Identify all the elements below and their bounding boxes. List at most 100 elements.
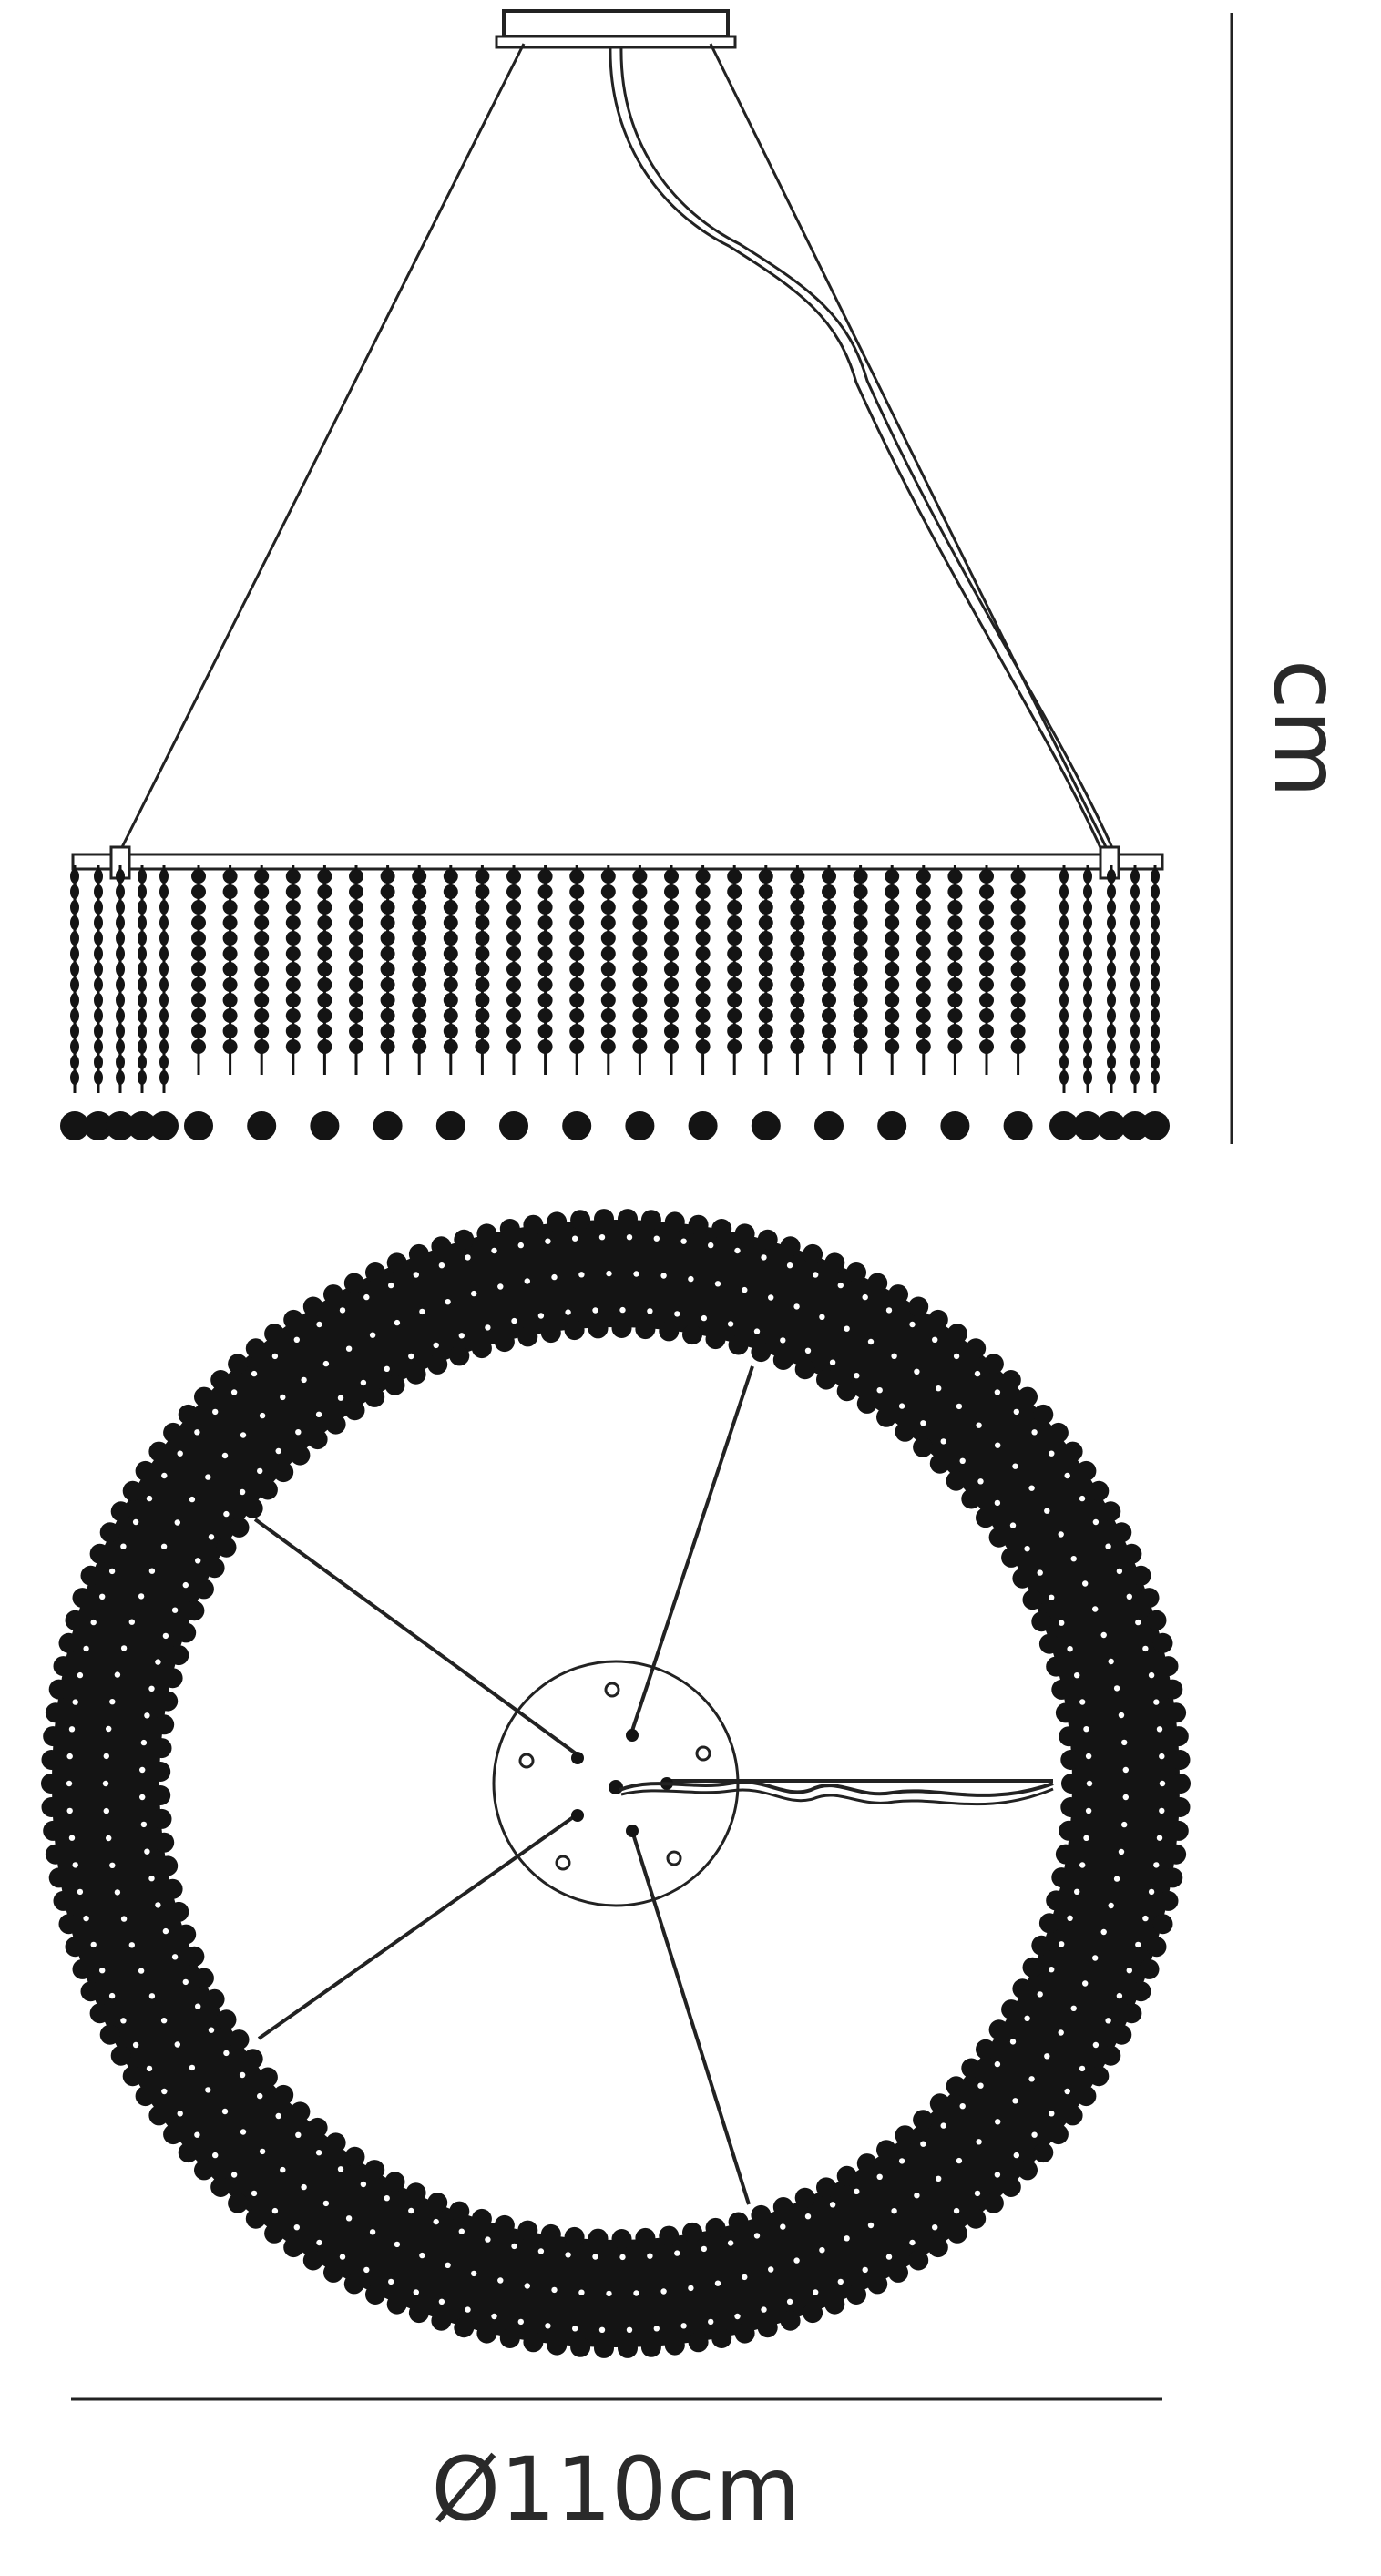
crystal-edge-bead <box>1022 1590 1043 1610</box>
spoke-bottom <box>630 1830 751 2205</box>
crystal-highlight <box>742 1286 748 1293</box>
crystal-highlight <box>458 2228 465 2234</box>
crystal-highlight <box>626 1234 633 1241</box>
crystal-highlight <box>1049 1594 1055 1601</box>
diameter-label: Ø110cm <box>431 2438 800 2540</box>
crystal-highlight <box>920 1420 926 1426</box>
crystal-highlight <box>1121 1739 1128 1746</box>
crystal-strand <box>285 865 301 1075</box>
crystal-edge-bead <box>325 2132 346 2153</box>
crystal-edge-bead <box>1046 1890 1067 1911</box>
crystal-edge-bead <box>1130 1981 1151 2002</box>
crystal-edge-bead <box>364 1386 385 1407</box>
crystal-edge-bead <box>344 2146 365 2167</box>
crystal-edge-bead <box>1060 1750 1081 1770</box>
crystal-highlight <box>734 1247 741 1254</box>
crystal-highlight <box>633 2290 639 2296</box>
crystal-highlight <box>148 1876 155 1882</box>
crystal-highlight <box>1135 1941 1141 1948</box>
crystal-highlight <box>914 2193 920 2199</box>
crystal-edge-bead <box>983 2193 1004 2213</box>
crystal-highlight <box>1079 1495 1086 1502</box>
crystal-highlight <box>148 1685 155 1692</box>
crystal-edge-bead <box>163 1422 184 1443</box>
crystal-edge-bead <box>48 1679 69 1700</box>
crystal-edge-bead <box>588 2228 609 2249</box>
crystal-edge-bead <box>1062 1441 1083 1462</box>
crystal-edge-bead <box>888 2262 908 2283</box>
crystal-highlight <box>524 1278 530 1284</box>
crystal-highlight <box>77 1671 84 1679</box>
crystal-highlight <box>160 1543 168 1550</box>
crystal-highlight <box>419 2252 425 2259</box>
crystal-highlight <box>936 2175 942 2182</box>
crystal-highlight <box>465 2306 471 2313</box>
diameter-dimension: Ø110cm <box>71 2397 1162 2540</box>
crystal-highlight <box>388 1282 394 1289</box>
crystal-highlight <box>408 1353 414 1360</box>
crystal-edge-bead <box>1022 1957 1043 1978</box>
crystal-highlight <box>1105 2018 1111 2024</box>
crystal-highlight <box>1100 1928 1107 1936</box>
crystal-highlight <box>497 2277 504 2284</box>
crystal-highlight <box>1148 1888 1155 1896</box>
crystal-edge-bead <box>405 2182 426 2203</box>
crystal-edge-bead <box>929 2093 950 2114</box>
power-cable <box>609 45 1104 853</box>
crystal-edge-bead <box>386 2294 407 2315</box>
crystal-strand <box>60 865 89 1140</box>
crystal-highlight <box>626 2326 633 2333</box>
crystal-strand <box>940 865 970 1140</box>
crystal-edge-bead <box>1121 1543 1142 1564</box>
crystal-edge-bead <box>184 1600 205 1621</box>
crystal-highlight <box>761 2306 767 2313</box>
crystal-edge-bead <box>210 2177 231 2197</box>
crystal-edge-bead <box>344 1400 365 1421</box>
crystal-highlight <box>240 2129 247 2135</box>
crystal-edge-bead <box>846 1262 866 1283</box>
crystal-highlight <box>223 2050 230 2057</box>
crystal-highlight <box>485 1324 491 1331</box>
crystal-highlight <box>259 2148 266 2155</box>
crystal-edge-bead <box>162 1878 183 1899</box>
crystal-edge-bead <box>946 2076 967 2097</box>
crystal-highlight <box>72 1699 78 1705</box>
crystal-edge-bead <box>290 2101 311 2122</box>
crystal-highlight <box>551 1273 558 1281</box>
crystal-highlight <box>99 1593 106 1600</box>
crystal-edge-bead <box>635 1319 656 1340</box>
crystal-strand <box>247 865 277 1140</box>
crystal-edge-bead <box>867 2274 888 2295</box>
crystal-edge-bead <box>664 2335 685 2356</box>
crystal-strand <box>310 865 340 1140</box>
crystal-edge-bead <box>307 1429 328 1450</box>
crystal-highlight <box>280 1394 286 1401</box>
crystal-highlight <box>994 1499 1001 1507</box>
crystal-edge-bead <box>976 2039 996 2060</box>
crystal-highlight <box>653 1235 660 1242</box>
crystal-edge-bead <box>751 1342 772 1363</box>
crystal-highlight <box>205 1474 211 1480</box>
crystal-highlight <box>1108 1902 1114 1909</box>
crystal-edge-bead <box>163 2124 184 2145</box>
crystal-highlight <box>753 2233 761 2239</box>
crystal-edge-bead <box>1168 1820 1189 1841</box>
crystal-edge-bead <box>151 1738 172 1759</box>
crystal-highlight <box>77 1888 84 1896</box>
crystal-highlight <box>1037 1991 1043 1998</box>
crystal-edge-bead <box>611 2229 632 2249</box>
crystal-highlight <box>120 1916 128 1922</box>
crystal-highlight <box>240 1432 247 1438</box>
crystal-highlight <box>433 2218 439 2225</box>
crystal-highlight <box>819 1314 825 1321</box>
spoke-left-lower <box>257 1814 578 2040</box>
crystal-highlight <box>388 2278 394 2285</box>
crystal-highlight <box>491 2313 497 2320</box>
crystal-highlight <box>408 2207 414 2214</box>
crystal-highlight <box>66 1780 73 1787</box>
crystal-edge-bead <box>89 2003 110 2024</box>
crystal-highlight <box>337 2166 344 2172</box>
crystal-highlight <box>1092 1955 1099 1961</box>
crystal-highlight <box>994 2172 1001 2178</box>
crystal-highlight <box>768 1294 774 1301</box>
